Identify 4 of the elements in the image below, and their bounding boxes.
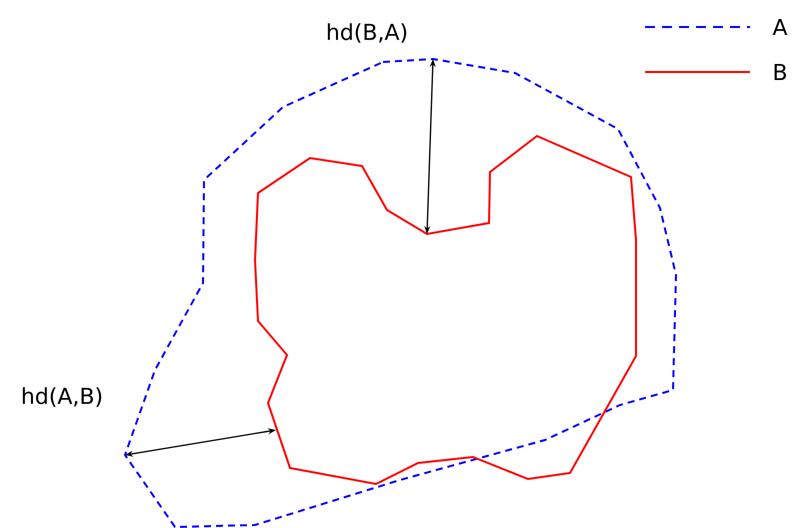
- distance-label: hd(A,B): [22, 387, 102, 407]
- legend-label: A: [772, 18, 788, 36]
- distance-label: hd(B,A): [328, 23, 406, 43]
- legend-label: B: [774, 64, 786, 80]
